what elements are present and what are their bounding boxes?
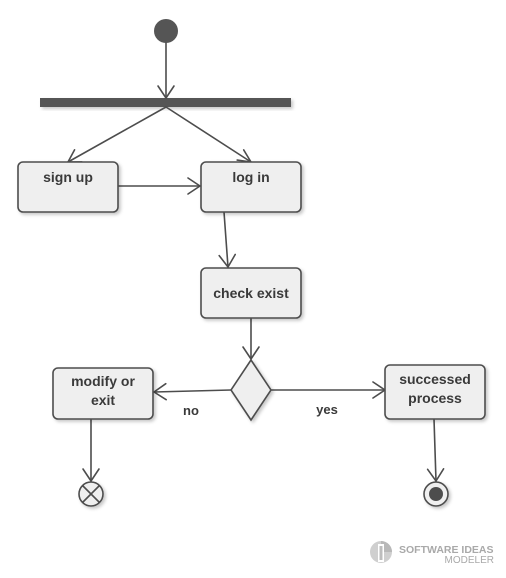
action-successed-process[interactable]: successed process [384, 364, 486, 420]
decision-node[interactable] [230, 358, 272, 422]
fork-bar[interactable] [40, 98, 291, 107]
edge-modify-to-flow-final [82, 418, 100, 482]
action-sign-up-label: sign up [43, 169, 93, 185]
watermark: SOFTWARE IDEAS MODELER [370, 541, 494, 566]
software-ideas-logo-icon [370, 541, 392, 563]
watermark-line2: MODELER [445, 555, 494, 566]
action-log-in[interactable]: log in [200, 161, 302, 213]
edge-sign-up-to-log-in [117, 177, 201, 195]
action-successed-process-label-line1: successed [399, 371, 471, 387]
action-modify-or-exit-label-line1: modify or [71, 373, 135, 389]
action-sign-up[interactable]: sign up [17, 161, 119, 213]
action-modify-or-exit-label-line2: exit [91, 392, 115, 408]
activity-final-node[interactable] [423, 481, 449, 507]
edge-label-yes: yes [316, 402, 338, 417]
initial-node[interactable] [154, 19, 178, 43]
action-check-exist-label: check exist [213, 285, 289, 301]
edge-check-exist-to-decision [242, 317, 260, 360]
action-check-exist[interactable]: check exist [200, 267, 302, 319]
action-modify-or-exit[interactable]: modify or exit [52, 367, 154, 420]
edge-decision-to-modify-no [153, 382, 232, 401]
edge-successed-to-activity-final [426, 418, 445, 482]
edge-fork-to-log-in [165, 106, 252, 163]
flow-final-node[interactable] [78, 481, 104, 507]
action-successed-process-label-line2: process [408, 390, 462, 406]
edge-label-no: no [183, 403, 199, 418]
edge-initial-to-fork [157, 42, 175, 99]
action-log-in-label: log in [232, 169, 269, 185]
edge-log-in-to-check-exist [218, 211, 236, 268]
edge-fork-to-sign-up [67, 106, 167, 163]
edge-decision-to-successed-yes [270, 381, 386, 399]
watermark-line1: SOFTWARE IDEAS [399, 544, 494, 556]
